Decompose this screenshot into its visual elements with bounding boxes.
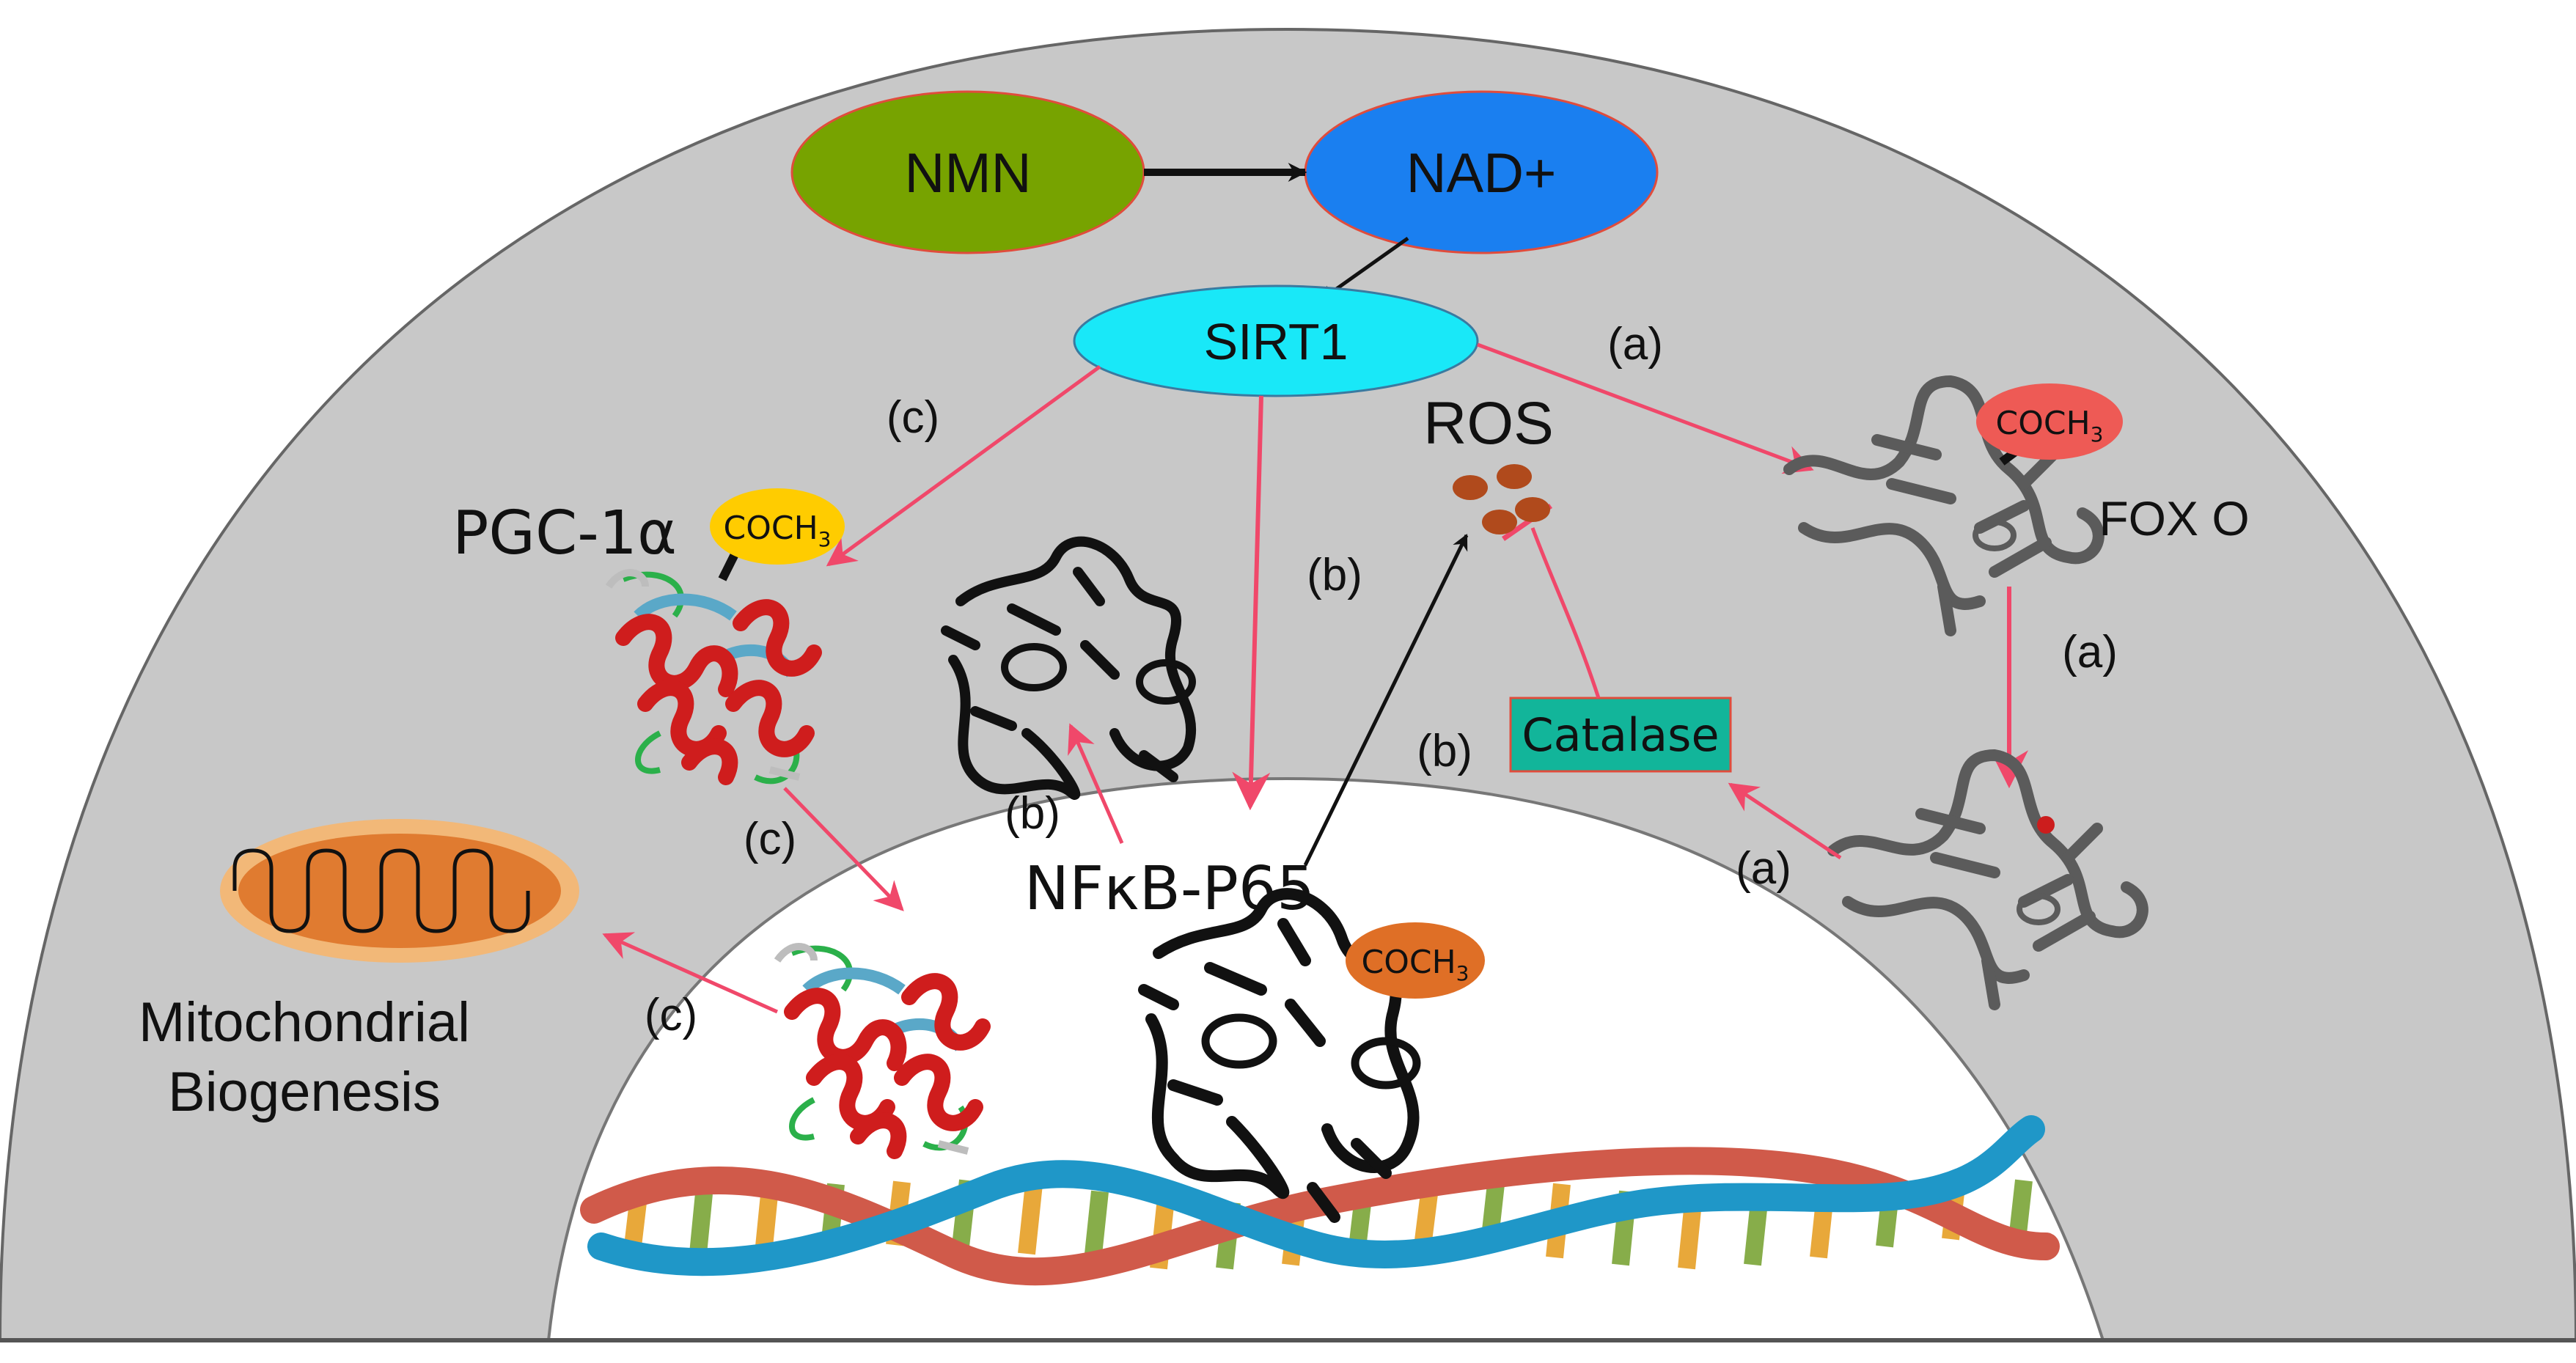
mitochondrion: [220, 819, 579, 963]
pgc-label: PGC-1α: [452, 499, 677, 568]
ros-label: ROS: [1423, 390, 1554, 457]
nad-label: NAD+: [1406, 142, 1557, 205]
acetyl-tag-pgc: [710, 488, 845, 565]
label-b-nfkb-left: (b): [1005, 788, 1060, 839]
catalase-node: [1509, 697, 1732, 773]
catalase-label: Catalase: [1522, 708, 1719, 762]
label-a-foxo-down: (a): [2062, 627, 2118, 677]
arrow-pgc-to-nucleus: [783, 787, 904, 911]
foxo-acetyl-site: [2037, 816, 2055, 834]
mito-label-line1: Mitochondrial: [139, 991, 470, 1054]
label-b-sirt1: (b): [1307, 550, 1362, 600]
pgc-protein-cytoplasm: [605, 569, 822, 785]
acetyl-label-foxo: COCH3: [1996, 405, 2104, 447]
label-c-pgc-down: (c): [744, 814, 796, 864]
sirt1-node: [1073, 284, 1479, 397]
label-a-sirt1: (a): [1607, 319, 1663, 370]
mito-label-line2: Biogenesis: [168, 1061, 441, 1123]
foxo-protein-bottom: [1827, 749, 2148, 1010]
arrow-nucleus-to-mito: [602, 932, 779, 1014]
label-c-mito: (c): [645, 990, 697, 1040]
arrow-nfkb-to-cytoplasm: [1068, 723, 1124, 845]
arrow-foxo-to-catalase: [1728, 782, 1842, 860]
label-a-foxo-catalase: (a): [1736, 843, 1791, 894]
arrow-sirt1-to-pgc: [826, 364, 1101, 567]
nfkb-protein-nucleus: [1138, 888, 1421, 1223]
ros-particles: [1453, 464, 1550, 534]
dna-strand-blue: [587, 1115, 2045, 1276]
inhibit-catalase-ros: [1530, 527, 1601, 699]
arrow-sirt1-to-nfkb: [1232, 395, 1271, 811]
arrow-nfkb-to-ros: [1303, 534, 1469, 867]
acetyl-tag-foxo: [1976, 383, 2123, 460]
nfkb-protein-cytoplasm: [941, 536, 1197, 800]
label-b-ros: (b): [1417, 726, 1472, 776]
sirt1-label: SIRT1: [1203, 313, 1348, 370]
acetyl-label-nfkb: COCH3: [1362, 944, 1469, 985]
cytoplasm: [0, 27, 2576, 1342]
foxo-label: FOX O: [2099, 491, 2249, 545]
acetyl-label-pgc: COCH3: [724, 510, 832, 551]
mitochondrion-cristae: [232, 848, 530, 933]
acetyl-tag-nfkb: [1346, 922, 1485, 999]
arrow-sirt1-to-foxo: [1477, 342, 1814, 474]
label-c-sirt1: (c): [887, 392, 939, 443]
pgc-protein-nucleus: [774, 943, 991, 1159]
nmn-label: NMN: [904, 142, 1031, 205]
nfkb-label: NFκB-P65: [1024, 854, 1315, 924]
